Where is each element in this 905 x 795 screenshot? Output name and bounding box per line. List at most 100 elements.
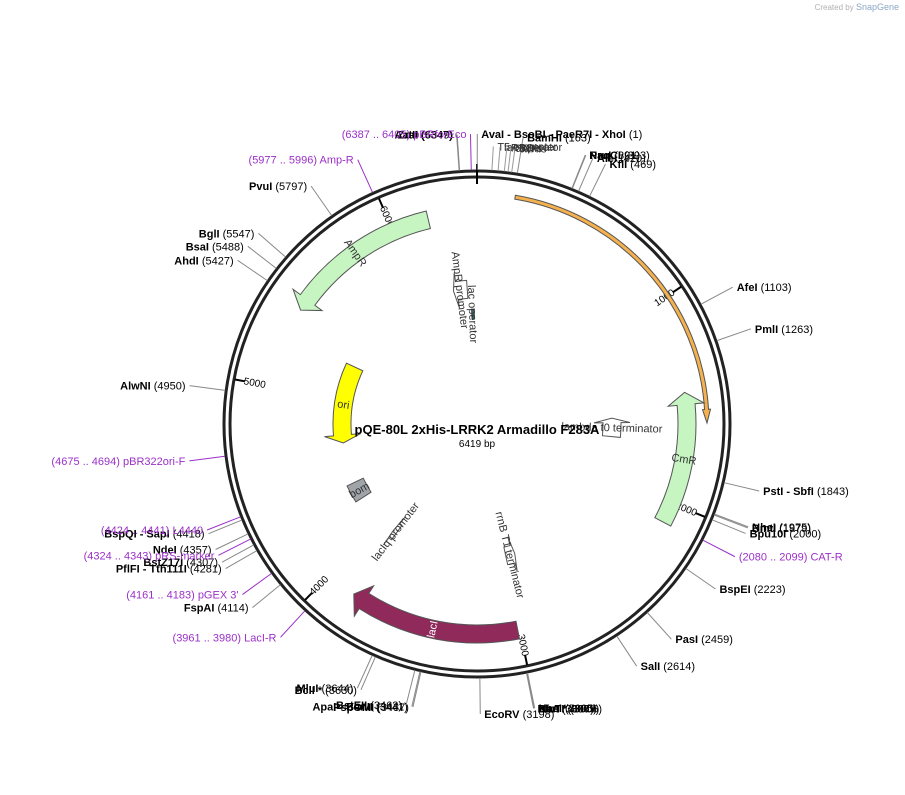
enzyme-leader [252,584,281,608]
enzyme-leader [700,286,733,305]
enzyme-leader [456,134,460,171]
enzyme-label: PluTI (3009) [538,703,600,715]
enzyme-leader [516,137,524,174]
feature-label: CmR [671,452,698,468]
ruler-tick [304,592,313,601]
primer-label: (4161 .. 4183) pGEX 3' [126,590,238,602]
enzyme-name: NruI [589,150,611,162]
enzyme-name: KasI [539,703,562,715]
enzyme-leader [724,482,760,492]
enzyme-name: PvuI [249,181,272,193]
enzyme-name: FspAI [184,603,215,615]
enzyme-position: (3630) [325,685,357,697]
enzyme-name: PstI - SbfI [763,486,814,498]
enzyme-name: EcoRV [484,709,520,721]
primer-name: LacI-R [244,632,276,644]
primer-label: (4324 .. 4343) pRS-marker [84,550,215,562]
enzyme-position: (3006) [570,703,602,715]
enzyme-name: NdeI [153,545,177,557]
enzyme-leader [189,385,226,391]
enzyme-leader [360,656,376,690]
enzyme-leader [616,635,638,667]
primer-label: (3961 .. 3980) LacI-R [173,632,277,644]
primer-name: pGEX 3' [198,590,239,602]
feature-ampr [292,210,432,312]
primer-name: CAT-R [810,552,842,564]
enzyme-position: (1103) [761,282,792,294]
ruler-tick [377,198,384,208]
enzyme-position: (391) [614,150,640,162]
enzyme-label: BsaI (5488) [186,241,244,253]
enzyme-leader [208,519,243,535]
enzyme-label: BstEII (3462) [336,700,402,712]
enzyme-position: (3007) [562,703,594,715]
feature-lambda-t0-terminator [593,417,631,438]
enzyme-position: (4418) [173,529,205,541]
enzyme-leader [716,328,752,342]
enzyme-position: (1263) [781,324,813,336]
enzyme-label: ZraI (6347) [398,130,453,142]
enzyme-name: BstEII [336,700,367,712]
enzyme-position: (4357) [180,545,212,557]
feature-label: lac operator [465,285,479,344]
enzyme-leader [356,655,373,689]
enzyme-label: PaqCI (393) [590,150,650,162]
small-feature-label: T5 promoter [497,141,557,153]
enzyme-position: (3009) [568,703,600,715]
enzyme-leader [526,673,535,709]
primer-leader [702,539,736,558]
enzyme-label: SalI (2614) [641,661,695,673]
feature-label: lacIq promoter [370,500,422,563]
enzyme-name: SalI [641,661,661,673]
feature-cmr [654,391,706,527]
primer-leader [218,538,251,556]
enzyme-leader [456,134,461,171]
enzyme-leader [412,671,422,707]
enzyme-name: PasI [675,634,698,646]
enzyme-position: (1843) [817,486,849,498]
small-feature-label: lac operator [504,142,562,154]
primer-range: (6387 .. 6405) [342,129,411,141]
feature-label: ori [336,398,350,412]
enzyme-leader [571,155,587,189]
enzyme-label: BglI (5547) [199,228,255,240]
enzyme-position: (2459) [701,634,733,646]
enzyme-leader [526,672,535,709]
enzyme-name: BglI [199,228,220,240]
enzyme-position: (4307) [186,557,218,569]
feature-ori [324,362,364,444]
primer-label: (5977 .. 5996) Amp-R [249,155,354,167]
primer-name: pBR322ori-F [123,456,186,468]
enzyme-name: BspEI [719,584,750,596]
enzyme-label: PmlI (1263) [755,324,813,336]
enzyme-position: (420) [620,153,646,165]
enzyme-name: PluTI [538,703,565,715]
enzyme-position: (2000) [789,528,821,540]
enzyme-name: ApaI - BanII [312,702,373,714]
enzyme-label: PspOMI (3437) [333,702,409,714]
primer-leader [189,455,226,462]
enzyme-name: AatII [394,130,418,142]
enzyme-name: BclI * [295,685,323,697]
primer-range: (4675 .. 4694) [51,456,120,468]
enzyme-position: (163) [565,133,591,145]
enzyme-position: (4281) [190,564,222,576]
small-feature-label: 6xHis [515,143,543,155]
enzyme-name: BmtI [752,523,776,535]
feature-laci [353,584,521,644]
enzyme-position: (3005) [565,703,597,715]
enzyme-label: FspAI (4114) [184,603,249,615]
enzyme-name: AleI [597,153,617,165]
enzyme-name: PflFI - Tth111I [116,564,187,576]
primer-range: (4324 .. 4343) [84,550,153,562]
enzyme-name: NheI [752,522,776,534]
enzyme-name: AlwNI [120,381,151,393]
enzyme-label: BstZ17I (4307) [143,557,218,569]
enzyme-leader [225,550,258,570]
primer-range: (3961 .. 3980) [173,632,242,644]
enzyme-label: EcoRV (3198) [484,709,554,721]
primer-leader [280,610,306,638]
enzyme-leader [571,154,586,189]
small-feature-label: RBS [511,143,534,155]
feature-bom [346,477,372,503]
